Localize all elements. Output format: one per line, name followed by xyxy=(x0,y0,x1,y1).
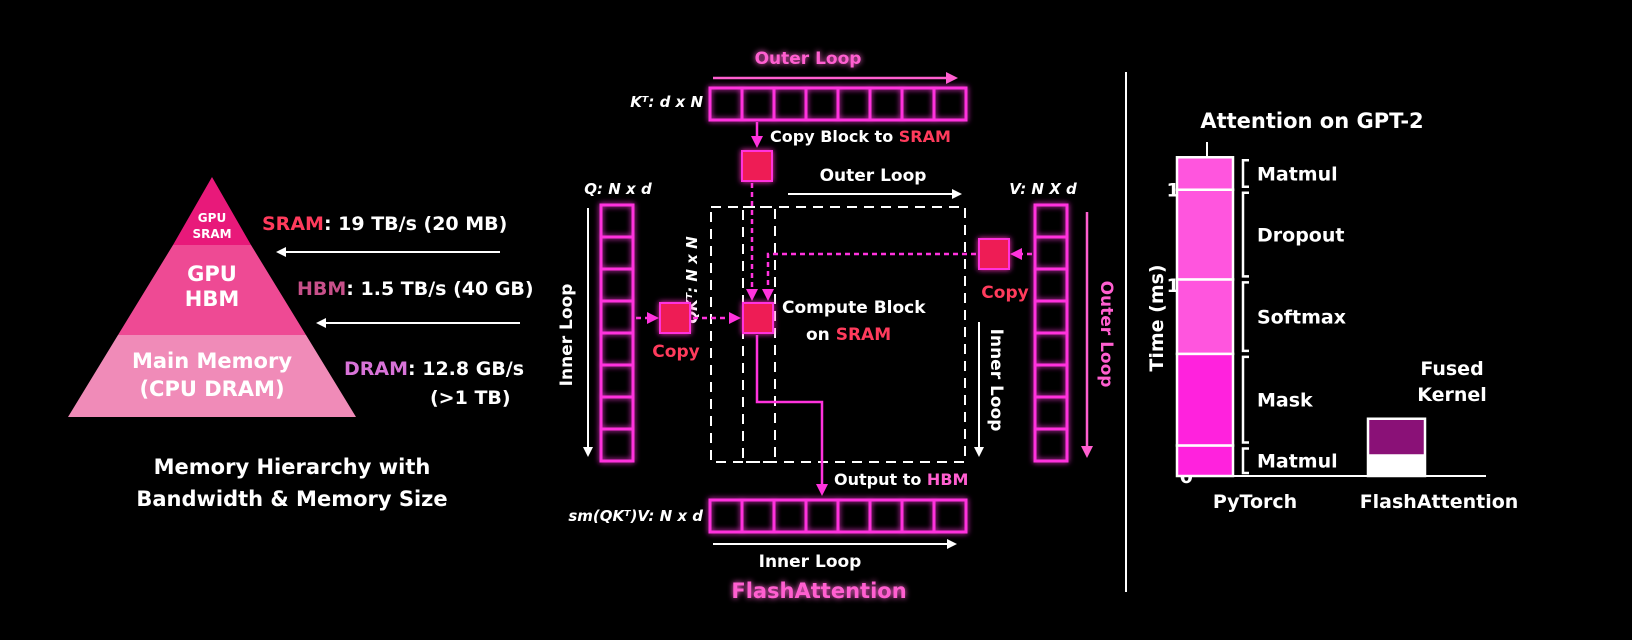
segment-bracket xyxy=(1241,355,1249,444)
tier-sram-line2: SRAM xyxy=(192,227,231,241)
tier-hbm-line2: HBM xyxy=(185,287,239,311)
sm-label: sm(QKᵀ)V: N x d xyxy=(568,507,703,525)
segment-bracket xyxy=(1241,159,1249,188)
segment-bracket xyxy=(1241,447,1249,475)
pyramid-tier-main-memory xyxy=(68,335,356,417)
segment-label-matmul: Matmul xyxy=(1257,163,1338,185)
segment-label-dropout: Dropout xyxy=(1257,225,1344,247)
bar-segment-pytorch-softmax xyxy=(1175,278,1235,356)
fused-kernel-label-line1: Fused xyxy=(1420,358,1483,380)
pyramid-tier-gpu-hbm xyxy=(118,245,306,335)
fused-kernel-label-line2: Kernel xyxy=(1417,384,1487,406)
hbm-bandwidth-label: HBM: 1.5 TB/s (40 GB) xyxy=(297,278,534,300)
outer-loop-right-label: Outer Loop xyxy=(1096,281,1116,388)
v-matrix xyxy=(1033,203,1069,463)
copy-right-label: Copy xyxy=(981,283,1028,303)
q-label: Q: N x d xyxy=(584,180,652,198)
inner-loop-right-label: Inner Loop xyxy=(986,329,1006,432)
segment-bracket xyxy=(1241,281,1249,353)
bar-fused-kernel-highlight xyxy=(1368,454,1425,476)
v-sram-block xyxy=(978,238,1010,270)
bar-segment-pytorch-dropout xyxy=(1175,188,1235,281)
kt-matrix xyxy=(708,86,968,122)
copy-block-label: Copy Block to SRAM xyxy=(770,127,951,146)
attention-time-chart: Attention on GPT-2 Time (ms) 051015 Matm… xyxy=(1146,109,1518,513)
compute-sram-block xyxy=(742,302,774,334)
v-copy-to-compute-arrow xyxy=(762,252,976,301)
compute-label-line1: Compute Block xyxy=(782,298,926,318)
category-label-pytorch: PyTorch xyxy=(1213,491,1297,513)
category-label-flashattention: FlashAttention xyxy=(1360,491,1519,513)
outer-loop-top-label: Outer Loop xyxy=(755,49,862,69)
flashattention-title: FlashAttention xyxy=(731,579,906,603)
kt-label: Kᵀ: d x N xyxy=(630,93,703,111)
hierarchy-caption-line1: Memory Hierarchy with xyxy=(154,455,431,479)
segment-label-softmax: Softmax xyxy=(1257,307,1346,329)
qkt-column-strip xyxy=(742,206,776,463)
inner-loop-bottom-label: Inner Loop xyxy=(759,552,862,572)
flashattention-diagram: Outer Loop Kᵀ: d x N Copy Block to SRAM … xyxy=(557,49,1116,603)
chart-title: Attention on GPT-2 xyxy=(1200,109,1423,133)
hierarchy-caption-line2: Bandwidth & Memory Size xyxy=(136,487,447,511)
output-label: Output to HBM xyxy=(834,470,968,489)
memory-hierarchy: GPU SRAM GPU HBM Main Memory (CPU DRAM) … xyxy=(68,177,534,511)
outer-loop-mid-label: Outer Loop xyxy=(820,166,927,186)
qkt-label: QKᵀ: N x N xyxy=(683,236,701,324)
pyramid-tier-gpu-sram xyxy=(173,177,251,245)
tier-sram-line1: GPU xyxy=(198,211,226,225)
q-matrix xyxy=(599,203,635,463)
qkt-region xyxy=(710,206,966,463)
sram-bandwidth-label: SRAM: 19 TB/s (20 MB) xyxy=(262,213,507,235)
inner-loop-left-label: Inner Loop xyxy=(557,284,577,387)
tier-hbm-line1: GPU xyxy=(187,262,237,286)
chart-ylabel: Time (ms) xyxy=(1146,264,1168,371)
q-sram-block xyxy=(659,302,691,334)
dram-size-label: (>1 TB) xyxy=(430,387,511,409)
copy-left-label: Copy xyxy=(652,342,699,362)
tier-main-line2: (CPU DRAM) xyxy=(139,377,284,401)
bar-segment-pytorch-matmul xyxy=(1175,156,1235,191)
tier-main-line1: Main Memory xyxy=(132,349,292,373)
kt-sram-block xyxy=(741,150,773,182)
dram-bandwidth-label: DRAM: 12.8 GB/s xyxy=(344,358,524,380)
bar-segment-pytorch-mask xyxy=(1175,352,1235,447)
v-label: V: N X d xyxy=(1009,180,1077,198)
segment-label-matmul: Matmul xyxy=(1257,451,1338,473)
compute-label-line2: on SRAM xyxy=(806,325,891,345)
segment-label-mask: Mask xyxy=(1257,390,1313,412)
segment-bracket xyxy=(1241,191,1249,278)
output-to-hbm-arrow xyxy=(755,335,828,496)
output-matrix xyxy=(708,498,968,534)
bar-segment-pytorch-matmul xyxy=(1175,444,1235,478)
